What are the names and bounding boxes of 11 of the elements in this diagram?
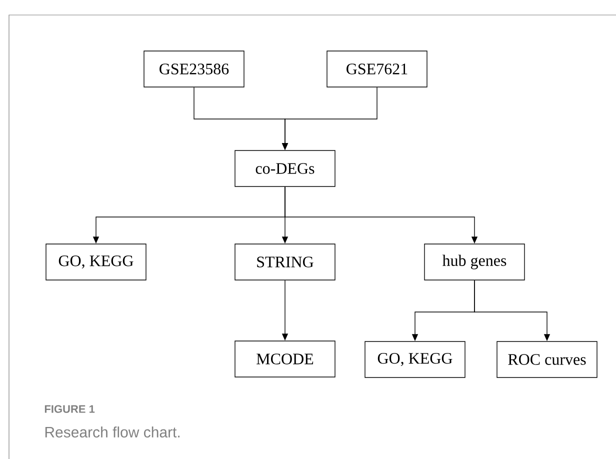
process-box: hub genes <box>424 244 525 280</box>
figure-number: FIGURE 1 <box>44 405 95 413</box>
process-box: MCODE <box>234 340 336 378</box>
process-box: co-DEGs <box>234 150 336 187</box>
process-box: ROC curves <box>496 341 598 378</box>
process-box: GO, KEGG <box>46 244 146 280</box>
process-box: GSE23586 <box>144 50 244 88</box>
process-box: GO, KEGG <box>364 341 466 378</box>
process-box: GSE7621 <box>326 50 428 88</box>
caption: Research flow chart. <box>45 426 180 438</box>
process-box: STRING <box>234 244 336 280</box>
